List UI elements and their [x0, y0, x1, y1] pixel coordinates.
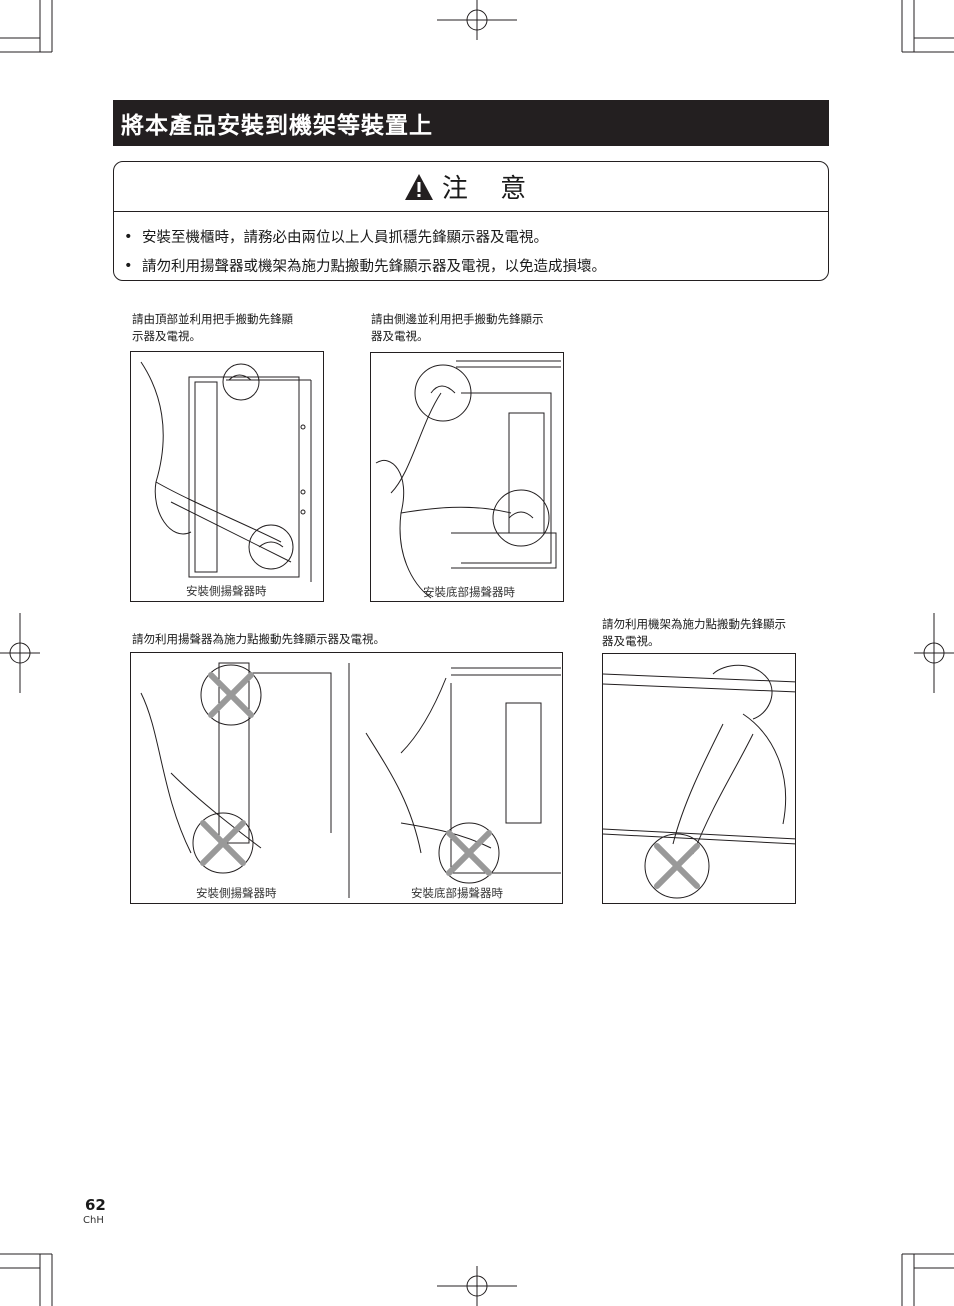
figure-label: 安裝側揚聲器時 — [196, 886, 277, 900]
caution-box: 注 意 •安裝至機櫃時，請務必由兩位以上人員抓穩先鋒顯示器及電視。 •請勿利用揚… — [113, 161, 829, 281]
figure-caption: 請勿利用機架為施力點搬動先鋒顯示 器及電視。 — [602, 617, 786, 648]
illustration-do-not-lift-by-stand — [603, 664, 795, 899]
figure-label: 安裝底部揚聲器時 — [411, 886, 503, 900]
figure-label: 安裝側揚聲器時 — [186, 584, 267, 598]
caution-header: 注 意 — [114, 162, 828, 212]
caution-item: •安裝至機櫃時，請務必由兩位以上人員抓穩先鋒顯示器及電視。 — [124, 228, 548, 247]
page-language: ChH — [83, 1215, 104, 1226]
illustration-side-speaker-lift — [140, 361, 312, 582]
figure-top-left: 安裝側揚聲器時 — [130, 351, 324, 602]
illustration-bottom-speaker-lift — [375, 360, 561, 599]
section-title-text: 將本產品安裝到機架等裝置上 — [121, 113, 433, 139]
illustration-do-not-lift-by-speaker — [140, 662, 561, 898]
figure-bottom-right — [602, 653, 796, 904]
caution-heading: 注 意 — [441, 174, 539, 204]
warning-triangle-icon — [404, 173, 433, 200]
figure-top-middle: 安裝底部揚聲器時 — [370, 352, 564, 602]
caution-list: •安裝至機櫃時，請務必由兩位以上人員抓穩先鋒顯示器及電視。 •請勿利用揚聲器或機… — [114, 212, 828, 280]
figure-label: 安裝底部揚聲器時 — [423, 585, 515, 599]
page-number: 62 — [85, 1196, 106, 1214]
figure-caption: 請由頂部並利用把手搬動先鋒顯 示器及電視。 — [132, 312, 293, 343]
figure-bottom-wide: 安裝側揚聲器時 安裝底部揚聲器時 — [130, 652, 563, 904]
caution-item: •請勿利用揚聲器或機架為施力點搬動先鋒顯示器及電視，以免造成損壞。 — [124, 257, 606, 276]
figure-caption: 請由側邊並利用把手搬動先鋒顯示 器及電視。 — [371, 312, 544, 343]
section-title: 將本產品安裝到機架等裝置上 — [113, 100, 829, 146]
figure-caption: 請勿利用揚聲器為施力點搬動先鋒顯示器及電視。 — [132, 632, 385, 646]
